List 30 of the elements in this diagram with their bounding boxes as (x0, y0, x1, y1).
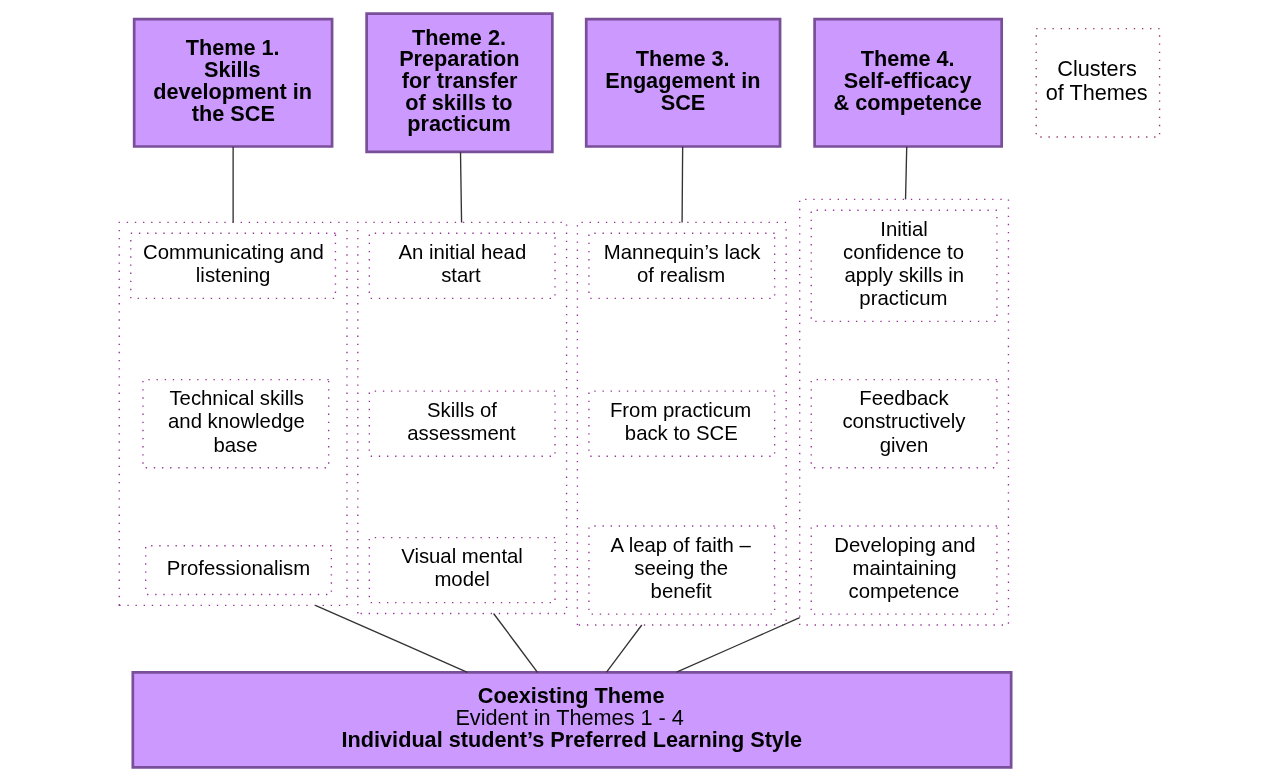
node-box: From practicum back to SCE (588, 390, 776, 457)
connector (675, 617, 801, 673)
connector (605, 624, 643, 673)
node-box: Communicating and listening (130, 232, 337, 299)
node-box: Clusters of Themes (1035, 27, 1161, 138)
cluster (118, 221, 348, 606)
connector (904, 146, 908, 201)
node-box: Theme 3. Engagement in SCE (584, 17, 782, 148)
cluster (799, 198, 1010, 626)
cluster (576, 221, 787, 626)
node-box: Coexisting Theme Evident in Themes 1 - 4 Individual student’s Preferred Learning Style (131, 671, 1013, 769)
node-box: Developing and maintaining competence (810, 525, 998, 615)
node-box: Theme 4. Self-efficacy & competence (813, 17, 1004, 148)
connector (314, 604, 469, 674)
node-box: Skills of assessment (368, 390, 556, 457)
node-box: An initial head start (368, 232, 556, 299)
node-box: A leap of faith – seeing the benefit (588, 525, 776, 615)
connector (459, 151, 463, 224)
node-box: Feedback constructively given (810, 379, 998, 469)
connector (681, 146, 684, 224)
node-box: Initial confidence to apply skills in practicum (810, 209, 998, 323)
node-box: Mannequin’s lack of realism (588, 232, 776, 299)
node-box: Theme 1. Skills development in the SCE (132, 17, 334, 148)
cluster (357, 221, 568, 615)
node-box: Visual mental model (368, 536, 556, 604)
connector (232, 146, 234, 224)
node-box: Professionalism (145, 545, 333, 596)
connector (492, 612, 539, 673)
node-box: Theme 2. Preparation for transfer of skills to practicum (365, 12, 554, 154)
node-box: Technical skills and knowledge base (142, 379, 330, 469)
